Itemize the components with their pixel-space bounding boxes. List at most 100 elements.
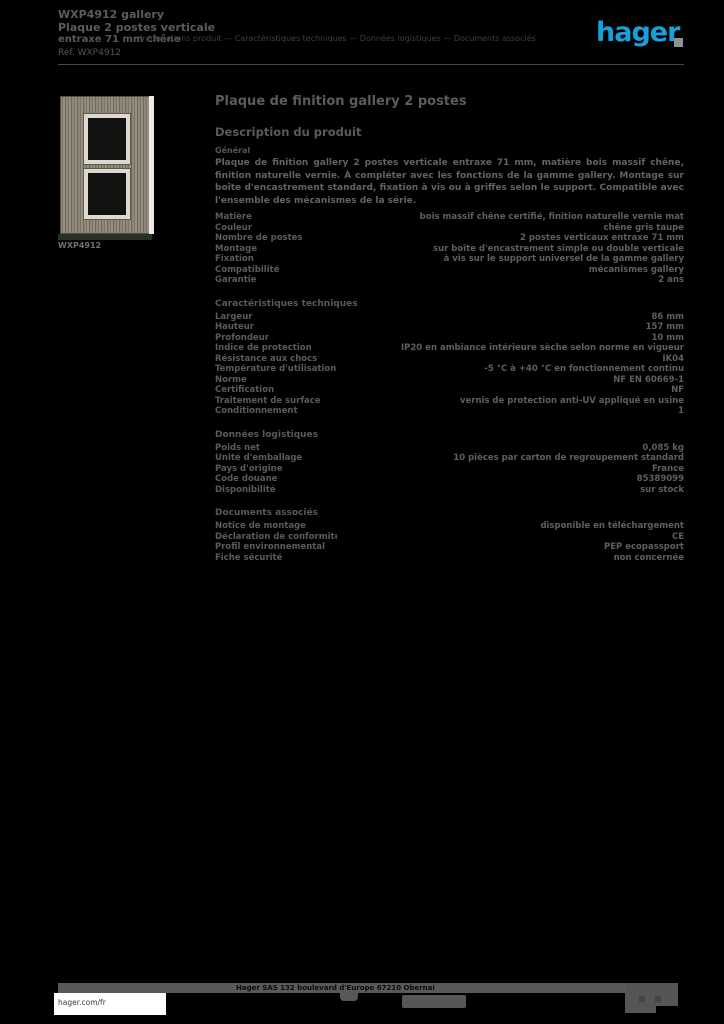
spec-value: bois massif chêne certifié, finition nat… [419, 212, 684, 222]
spec-row: Poids net 0,085 kg [215, 443, 684, 454]
product-image-shadow [58, 234, 152, 240]
code-dot-icon [639, 996, 645, 1002]
footer-band: Hager SAS 132 boulevard d'Europe 67210 O… [58, 983, 625, 993]
product-image-caption: WXP4912 [58, 241, 102, 250]
spec-row: Couleur chêne gris taupe [215, 223, 684, 234]
spec-value: IK04 [662, 353, 684, 364]
spec-row: Température d'utilisation -5 °C à +40 °C… [215, 364, 684, 375]
spec-section: Données logistiques Poids net 0,085 kg U… [215, 430, 684, 496]
spec-value: disponible en téléchargement [540, 521, 684, 531]
spec-rows: Largeur 86 mm Hauteur 157 mm Profondeur … [215, 312, 684, 417]
spec-value: sur stock [640, 484, 684, 495]
spec-row: Code douane 85389099 [215, 474, 684, 485]
spec-label: Montage [215, 243, 257, 254]
footer-company-line: Hager SAS 132 boulevard d'Europe 67210 O… [236, 984, 435, 992]
spec-sections: Matière bois massif chêne certifié, fini… [215, 212, 684, 563]
spec-section-title: Caractéristiques techniques [215, 298, 358, 309]
spec-value: vernis de protection anti-UV appliqué en… [459, 395, 684, 406]
spec-label: Déclaration de conformité [215, 531, 337, 542]
spec-row: Nombre de postes 2 postes verticaux entr… [215, 233, 684, 244]
spec-section: Documents associés Notice de montage dis… [215, 508, 684, 563]
hager-logo-mark-icon [674, 38, 683, 47]
spec-value: 10 pièces par carton de regroupement sta… [453, 453, 684, 463]
spec-value: à vis sur le support universel de la gam… [443, 254, 684, 264]
product-title-line: Plaque 2 postes verticale [58, 21, 216, 34]
spec-label: Fiche sécurité [215, 552, 283, 563]
spec-label: Profil environnemental [215, 542, 325, 552]
spec-value: mécanismes gallery [588, 264, 684, 275]
spec-section-title: Données logistiques [215, 429, 319, 440]
spec-label: Température d'utilisation [215, 364, 337, 374]
spec-label: Compatibilité [215, 264, 280, 275]
spec-row: Unité d'emballage 10 pièces par carton d… [215, 453, 684, 464]
spec-value: IP20 en ambiance intérieure sèche selon … [401, 343, 684, 353]
spec-value: France [651, 463, 684, 474]
footer-code-block [625, 983, 678, 1013]
spec-value: 2 postes verticaux entraxe 71 mm [520, 233, 684, 243]
spec-label: Fixation [215, 254, 254, 264]
spec-label: Notice de montage [215, 521, 306, 531]
spec-value: sur boîte d'encastrement simple ou doubl… [433, 243, 684, 254]
spec-value: chêne gris taupe [603, 222, 684, 233]
spec-row: Certification NF [215, 385, 684, 396]
spec-value: 10 mm [651, 332, 684, 343]
main-content: Plaque de finition gallery 2 postes Desc… [215, 94, 684, 576]
spec-row: Fiche sécurité non concernée [215, 553, 684, 564]
product-subtitle-line: entraxe 71 mm chêne [58, 34, 181, 45]
spec-row: Hauteur 157 mm [215, 322, 684, 333]
spec-label: Matière [215, 212, 252, 222]
product-image [60, 96, 154, 234]
spec-row: Profil environnemental PEP ecopassport [215, 542, 684, 553]
general-label: Général [215, 146, 251, 155]
description-heading: Description du produit [215, 125, 362, 139]
spec-label: Certification [215, 385, 275, 395]
faceplate-window-bottom [84, 169, 130, 219]
website-link[interactable]: hager.com/fr [58, 998, 106, 1007]
spec-row: Disponibilité sur stock [215, 485, 684, 496]
spec-value: 0,085 kg [642, 442, 684, 453]
spec-label: Hauteur [215, 322, 254, 332]
spec-label: Profondeur [215, 332, 269, 343]
spec-value: 85389099 [636, 474, 684, 484]
spec-label: Traitement de surface [215, 395, 321, 406]
spec-row: Largeur 86 mm [215, 312, 684, 323]
spec-row: Norme NF EN 60669-1 [215, 375, 684, 386]
spec-section: Matière bois massif chêne certifié, fini… [215, 212, 684, 286]
header: WXP4912 gallery Plaque 2 postes vertical… [58, 8, 684, 59]
page-title: Plaque de finition gallery 2 postes [215, 94, 467, 109]
spec-row: Notice de montage disponible en téléchar… [215, 521, 684, 532]
spec-row: Montage sur boîte d'encastrement simple … [215, 244, 684, 255]
spec-value: non concernée [613, 552, 684, 563]
spec-value: CE [671, 531, 684, 542]
spec-value: 86 mm [651, 311, 684, 322]
spec-row: Fixation à vis sur le support universel … [215, 254, 684, 265]
footer-mark-small [340, 992, 358, 1001]
spec-row: Matière bois massif chêne certifié, fini… [215, 212, 684, 223]
spec-row: Indice de protection IP20 en ambiance in… [215, 343, 684, 354]
spec-label: Couleur [215, 222, 253, 233]
spec-label: Disponibilité [215, 484, 276, 495]
spec-rows: Poids net 0,085 kg Unité d'emballage 10 … [215, 443, 684, 496]
header-divider [58, 64, 684, 65]
spec-label: Pays d'origine [215, 463, 283, 474]
spec-label: Unité d'emballage [215, 453, 303, 463]
product-description: Plaque de finition gallery 2 postes vert… [215, 158, 684, 206]
header-meta-line: Informations produit — Caractéristiques … [140, 34, 536, 43]
faceplate-edge [149, 96, 154, 234]
website-box[interactable]: hager.com/fr [54, 993, 166, 1015]
spec-label: Résistance aux chocs [215, 353, 318, 364]
spec-row: Résistance aux chocs IK04 [215, 354, 684, 365]
spec-section: Caractéristiques techniques Largeur 86 m… [215, 299, 684, 417]
spec-row: Conditionnement 1 [215, 406, 684, 417]
spec-label: Largeur [215, 311, 253, 322]
spec-row: Traitement de surface vernis de protecti… [215, 396, 684, 407]
spec-rows: Notice de montage disponible en téléchar… [215, 521, 684, 563]
product-reference: Réf. WXP4912 [58, 48, 122, 58]
spec-label: Conditionnement [215, 406, 298, 416]
spec-row: Profondeur 10 mm [215, 333, 684, 344]
spec-value: NF [671, 385, 684, 395]
spec-row: Compatibilité mécanismes gallery [215, 265, 684, 276]
spec-label: Garantie [215, 275, 257, 285]
spec-row: Garantie 2 ans [215, 275, 684, 286]
